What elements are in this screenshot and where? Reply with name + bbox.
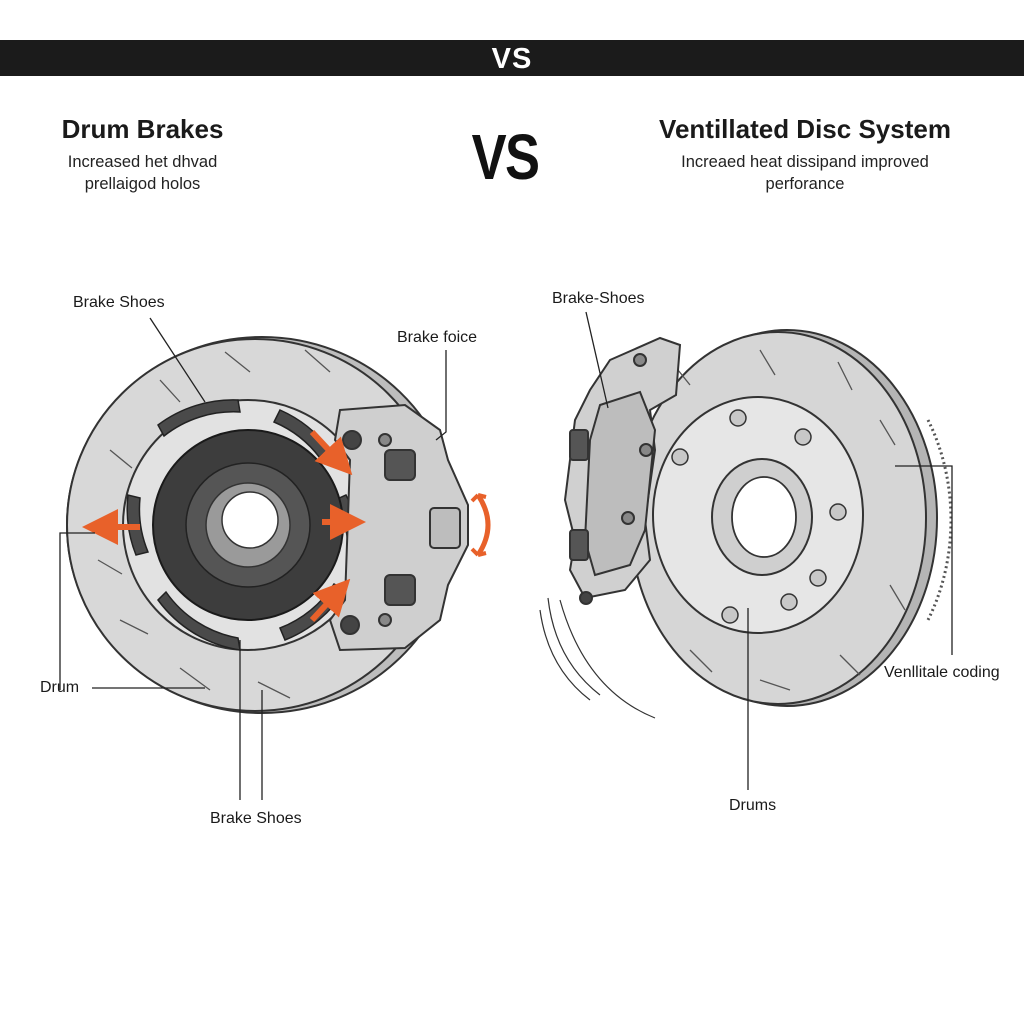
- disc-bolt-holes: [671, 409, 847, 624]
- drum-brakes-header: Drum Brakes Increased het dhvad prellaig…: [20, 108, 265, 195]
- drum-brake-diagram: [59, 317, 491, 800]
- center-vs: VS: [471, 121, 540, 193]
- label-brake-shoes-bottom: Brake Shoes: [210, 810, 302, 827]
- banner-vs-text: VS: [491, 43, 533, 75]
- disc-slots: [669, 349, 906, 691]
- disc-leader-lines: [585, 311, 953, 790]
- drum-leader-lines: [59, 317, 447, 800]
- disc-motion-lines: [539, 597, 656, 719]
- drum-brakes-subtitle: Increased het dhvad prellaigod holos: [20, 151, 265, 195]
- disc-caliper: [563, 336, 682, 605]
- drum-brakes-subtitle-line1: Increased het dhvad: [67, 153, 218, 171]
- label-brake-shoes-top: Brake Shoes: [73, 294, 165, 311]
- label-ventilate-cooling: Venllitale coding: [884, 664, 1000, 681]
- label-drum: Drum: [40, 679, 80, 696]
- disc-system-subtitle: Increaed heat dissipand improved perfora…: [620, 151, 990, 195]
- vs-banner: VS: [0, 40, 1024, 76]
- drum-slots: [97, 349, 331, 699]
- label-brake-shoes-right: Brake-Shoes: [552, 290, 645, 307]
- disc-system-title: Ventillated Disc System: [659, 114, 951, 144]
- drum-caliper: [328, 403, 469, 652]
- label-brake-force: Brake foice: [397, 329, 478, 346]
- drum-brakes-title: Drum Brakes: [61, 114, 224, 144]
- label-drums: Drums: [729, 797, 777, 814]
- disc-system-header: Ventillated Disc System Increaed heat di…: [620, 108, 990, 195]
- drum-brakes-subtitle-line2: prellaigod holos: [84, 175, 201, 193]
- disc-system-subtitle-line2: perforance: [765, 175, 845, 193]
- drum-force-arrows: [82, 429, 491, 623]
- disc-system-subtitle-line1: Increaed heat dissipand improved: [681, 153, 929, 171]
- disc-brake-diagram: [539, 311, 953, 790]
